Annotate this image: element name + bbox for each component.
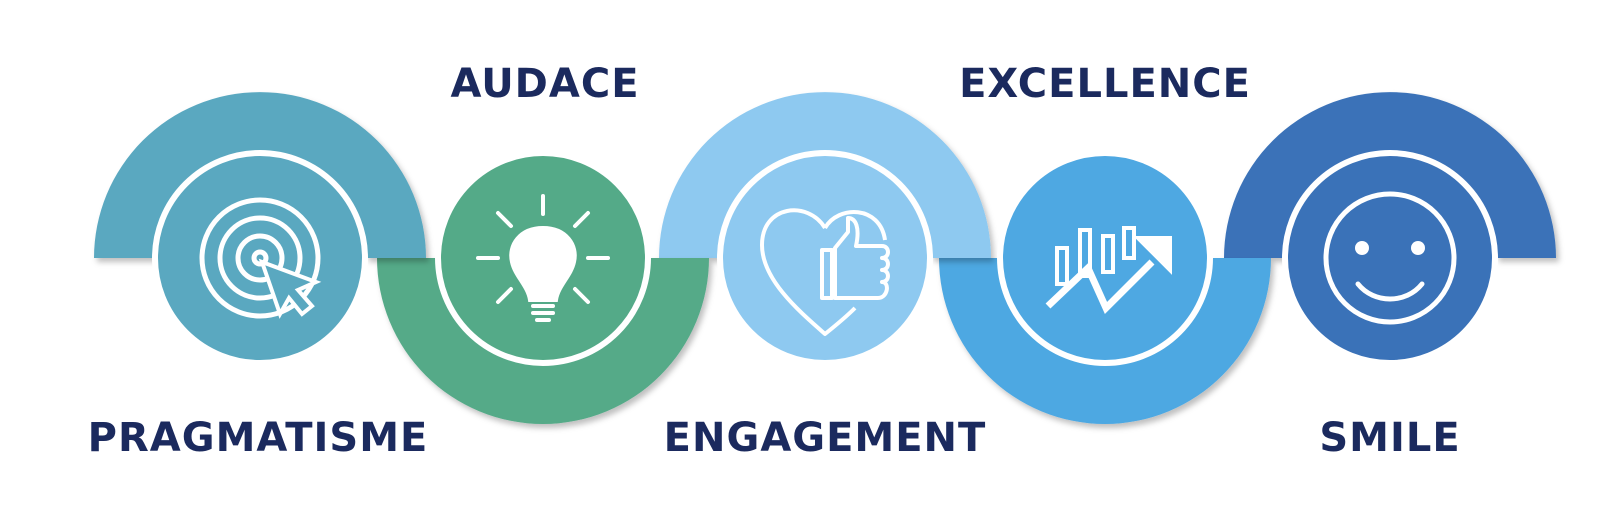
arc-engagement (659, 92, 991, 258)
circle-smile (1282, 150, 1498, 366)
lightbulb-icon (476, 194, 610, 322)
growth-chart-icon (1045, 226, 1172, 315)
label-engagement: ENGAGEMENT (663, 415, 987, 461)
heart-thumbs-up-icon (760, 208, 890, 336)
label-excellence: EXCELLENCE (959, 61, 1251, 107)
arc-excellence (939, 258, 1271, 424)
label-audace: AUDACE (450, 61, 640, 107)
circle-pragmatisme (152, 150, 368, 366)
target-cursor-icon (199, 197, 322, 319)
label-pragmatisme: PRAGMATISME (87, 415, 429, 461)
arc-smile (1224, 92, 1556, 259)
smiley-icon (1323, 191, 1457, 325)
arc-audace (377, 258, 709, 424)
arc-bands (94, 92, 1556, 424)
label-smile: SMILE (1319, 415, 1461, 461)
arc-pragmatisme (94, 92, 426, 258)
circle-engagement (717, 150, 933, 366)
